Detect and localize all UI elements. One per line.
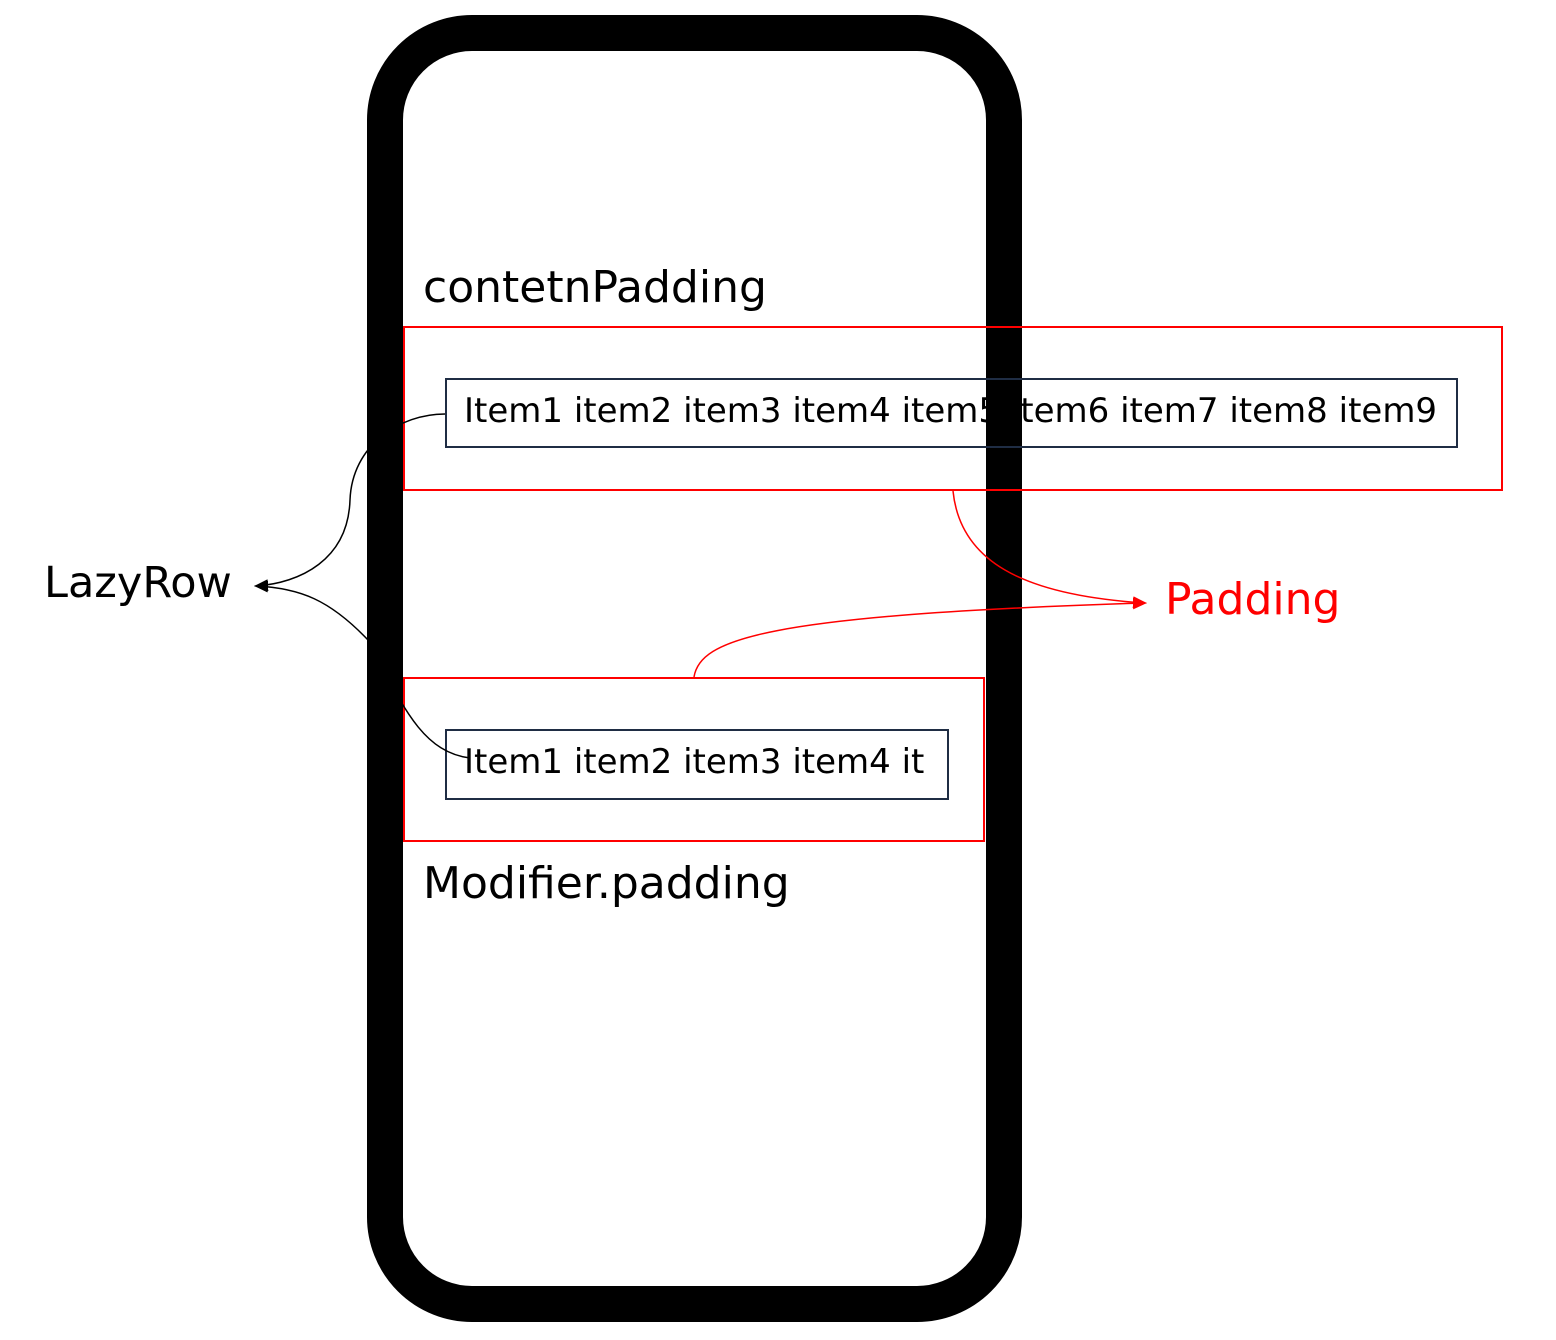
modifier-padding-label: Modifier.padding: [423, 858, 790, 909]
lazyrow-items-text: Item1 item2 item3 item4 item5 item6 item…: [464, 391, 1438, 431]
lazyrow-content-padding: Item1 item2 item3 item4 item5 item6 item…: [445, 378, 1458, 448]
content-padding-label: contetnPadding: [423, 262, 767, 313]
lazyrow-items-text: Item1 item2 item3 item4 it: [464, 742, 925, 782]
phone-frame: [367, 15, 1022, 1322]
lazyrow-label: LazyRow: [44, 558, 232, 608]
content-padding-area: [403, 326, 1503, 491]
modifier-padding-area: [403, 677, 985, 842]
padding-label: Padding: [1165, 574, 1341, 625]
lazyrow-modifier-padding: Item1 item2 item3 item4 it: [445, 729, 949, 800]
